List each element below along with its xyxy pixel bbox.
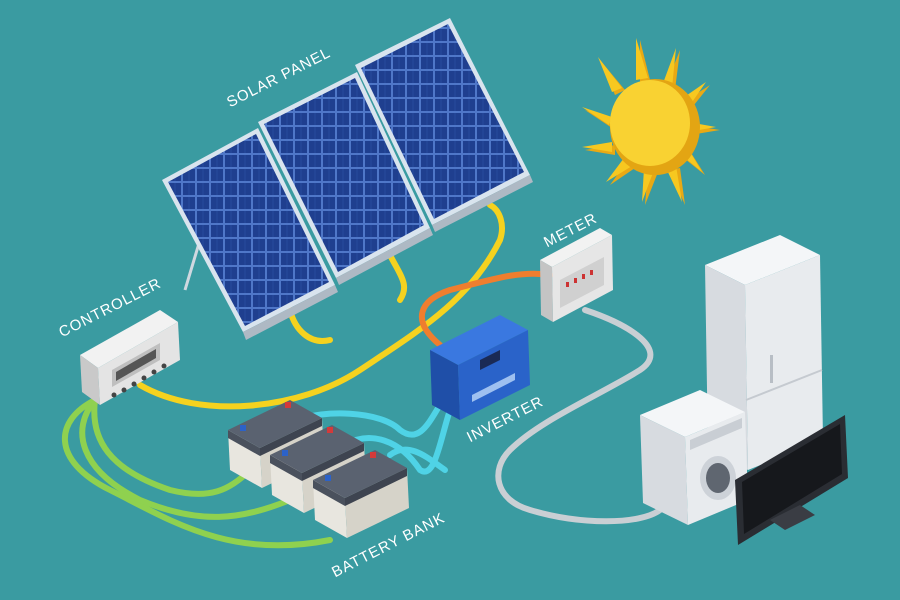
inverter-icon (430, 315, 530, 420)
cable-inverter-to-meter (418, 270, 553, 348)
cable-battery-to-controller (61, 397, 333, 549)
battery-icon (228, 400, 409, 538)
cable-battery-to-inverter (297, 402, 453, 475)
meter-icon (540, 228, 613, 322)
cable-meter-to-loads (495, 307, 663, 525)
washing-machine-icon (640, 390, 748, 525)
sun-icon (582, 38, 720, 205)
charge-controller-icon (80, 310, 180, 405)
tv-icon (735, 415, 848, 545)
solar-panel-icon (162, 18, 533, 340)
